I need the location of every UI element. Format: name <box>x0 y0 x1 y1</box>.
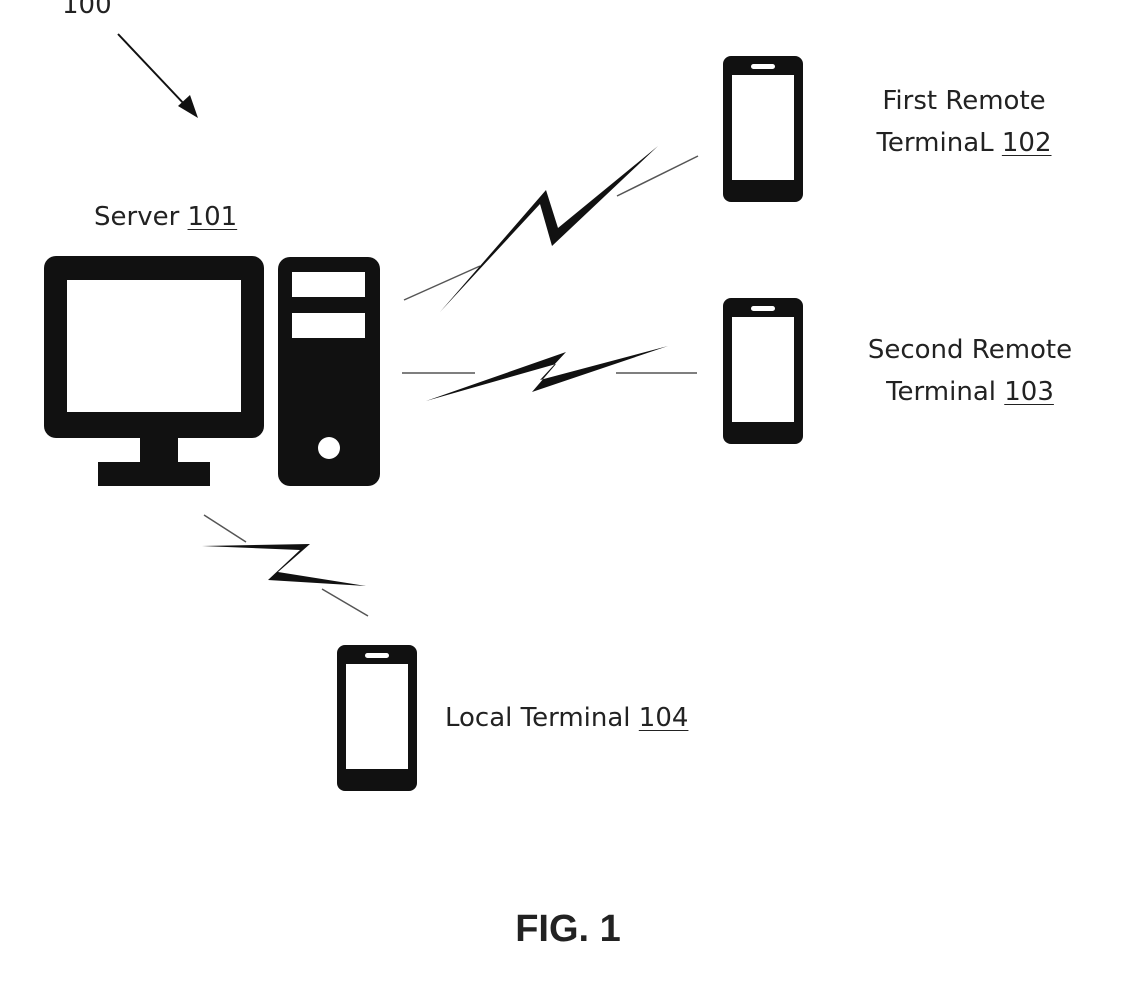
server-monitor-icon <box>44 256 264 486</box>
local-terminal-label-text: Local Terminal <box>445 703 631 733</box>
figure-reference-number: 100 <box>62 0 112 26</box>
second-remote-terminal-label-line1: Second Remote <box>852 329 1088 371</box>
figure-caption: FIG. 1 <box>0 908 1136 951</box>
first-remote-terminal-label: First Remote TerminaL 102 <box>848 80 1080 164</box>
server-label: Server 101 <box>94 196 237 238</box>
second-remote-terminal-label-line2: Terminal <box>886 377 996 407</box>
first-remote-terminal-label-line1: First Remote <box>848 80 1080 122</box>
local-terminal-ref-number: 104 <box>639 703 689 733</box>
second-remote-terminal-phone-icon <box>723 298 803 444</box>
wireless-link-local-lightning-bolt-icon <box>202 515 368 616</box>
wireless-link-first-lightning-bolt-icon <box>404 146 698 312</box>
first-remote-terminal-label-line2: TerminaL <box>876 128 993 158</box>
second-remote-terminal-label: Second Remote Terminal 103 <box>852 329 1088 413</box>
reference-arrow <box>118 34 198 118</box>
second-remote-terminal-ref-number: 103 <box>1004 377 1054 407</box>
server-tower-icon <box>278 257 380 486</box>
server-label-text: Server <box>94 202 179 232</box>
local-terminal-phone-icon <box>337 645 417 791</box>
figure-reference-text: 100 <box>62 0 112 20</box>
first-remote-terminal-ref-number: 102 <box>1002 128 1052 158</box>
server-ref-number: 101 <box>188 202 238 232</box>
local-terminal-label: Local Terminal 104 <box>445 697 688 739</box>
first-remote-terminal-phone-icon <box>723 56 803 202</box>
wireless-link-second-lightning-bolt-icon <box>402 346 697 401</box>
